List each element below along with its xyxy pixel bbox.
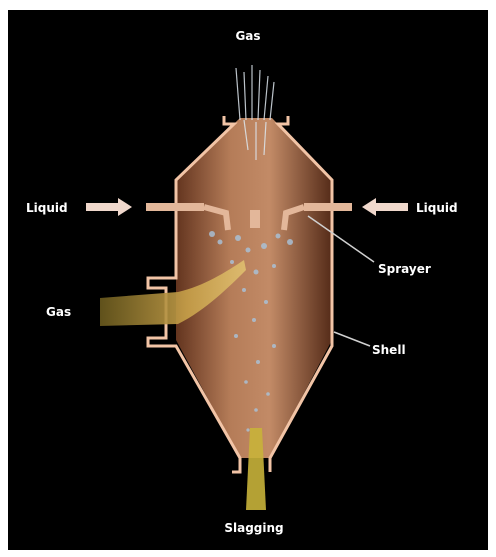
diagram-canvas: Gas Liquid Liquid Sprayer Gas Shell Slag…	[8, 10, 488, 550]
liquid-arrow-right	[362, 198, 408, 216]
vessel-body	[176, 118, 332, 458]
label-gas-top: Gas	[235, 29, 260, 43]
sprayer-nozzle-left	[203, 204, 231, 231]
sprayer-nozzle-center	[250, 210, 260, 228]
sprayer-leader-line	[307, 215, 375, 263]
label-sprayer: Sprayer	[378, 262, 431, 276]
gas-outlet-plume	[235, 65, 275, 160]
liquid-arrow-left	[86, 198, 132, 216]
liquid-inlet-pipe-right	[304, 203, 352, 211]
label-gas-side: Gas	[46, 305, 71, 319]
label-slagging: Slagging	[224, 521, 283, 535]
sprayer-nozzle-right	[281, 204, 305, 231]
slag-stream	[246, 428, 266, 510]
label-shell: Shell	[372, 343, 406, 357]
scrubber-diagram: Gas Liquid Liquid Sprayer Gas Shell Slag…	[26, 29, 458, 535]
label-liquid-left: Liquid	[26, 201, 68, 215]
gas-inlet-stream	[100, 260, 246, 326]
spray-droplets	[209, 231, 293, 432]
shell-outline	[146, 116, 334, 474]
shell-leader-line	[333, 331, 371, 347]
label-liquid-right: Liquid	[416, 201, 458, 215]
liquid-inlet-pipe-left	[146, 203, 204, 211]
